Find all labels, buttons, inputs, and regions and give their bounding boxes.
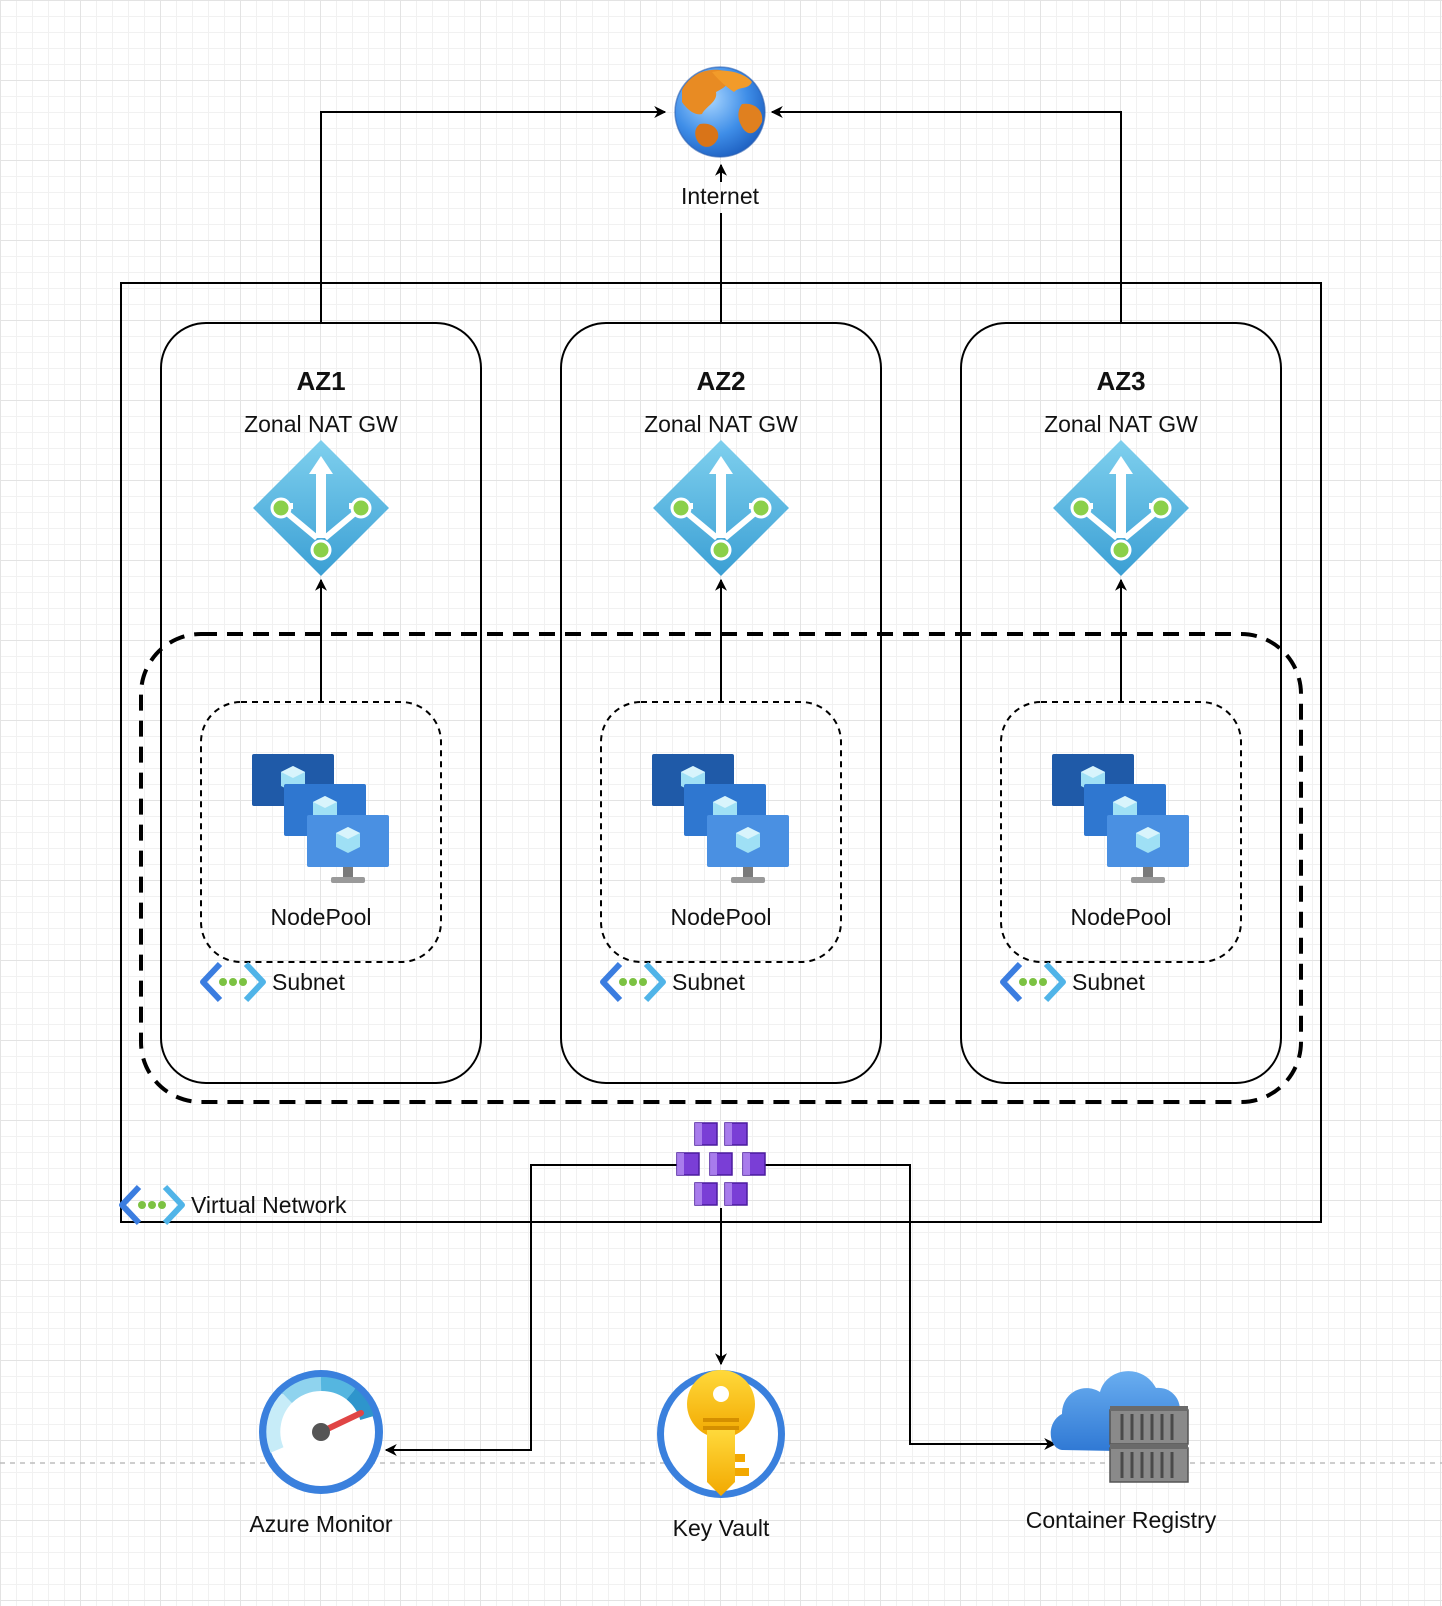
virtual-network-label: Virtual Network	[191, 1192, 347, 1218]
internet-label: Internet	[681, 183, 760, 209]
nodepool-label: NodePool	[670, 904, 771, 930]
connector-aks-registry	[762, 1164, 1057, 1450]
container-registry-label: Container Registry	[1026, 1507, 1217, 1533]
availability-zone-1[interactable]	[160, 322, 482, 1084]
subnet-label: Subnet	[272, 969, 346, 995]
nat-gateway-label: Zonal NAT GW	[244, 411, 398, 437]
nodepool-label: NodePool	[270, 904, 371, 930]
key-vault-label: Key Vault	[673, 1515, 770, 1541]
virtual-machines-icon[interactable]	[252, 754, 389, 883]
virtual-machines-icon[interactable]	[652, 754, 789, 883]
globe-icon	[674, 66, 766, 158]
connector-az1-internet	[320, 106, 667, 323]
subnet-box[interactable]	[1000, 701, 1242, 963]
subnet-box[interactable]	[200, 701, 442, 963]
nat-gateway-icon[interactable]	[253, 440, 389, 576]
virtual-machines-icon[interactable]	[1052, 754, 1189, 883]
connector-aks-monitor	[384, 1164, 680, 1456]
container-registry-icon[interactable]	[1050, 1371, 1189, 1483]
kubernetes-cluster-icon[interactable]	[676, 1122, 766, 1206]
nodepool-label: NodePool	[1070, 904, 1171, 930]
key-vault-icon[interactable]	[657, 1370, 785, 1498]
subnet-label: Subnet	[672, 969, 746, 995]
node-subnets-group[interactable]	[139, 632, 1303, 1104]
nat-gateway-label: Zonal NAT GW	[644, 411, 798, 437]
zone-title: AZ2	[696, 366, 745, 396]
azure-monitor-icon[interactable]	[259, 1370, 383, 1494]
nat-gateway-icon[interactable]	[1053, 440, 1189, 576]
zone-title: AZ3	[1096, 366, 1145, 396]
subnet-icon	[1000, 961, 1066, 1003]
nat-gateway-icon[interactable]	[653, 440, 789, 576]
subnet-label: Subnet	[1072, 969, 1146, 995]
availability-zone-3[interactable]	[960, 322, 1282, 1084]
subnet-icon	[600, 961, 666, 1003]
virtual-network-icon	[119, 1184, 185, 1226]
zone-title: AZ1	[296, 366, 345, 396]
subnet-box[interactable]	[600, 701, 842, 963]
nat-gateway-label: Zonal NAT GW	[1044, 411, 1198, 437]
connector-az3-internet	[770, 106, 1122, 323]
availability-zone-2[interactable]	[560, 322, 882, 1084]
azure-monitor-label: Azure Monitor	[249, 1511, 393, 1537]
subnet-icon	[200, 961, 266, 1003]
